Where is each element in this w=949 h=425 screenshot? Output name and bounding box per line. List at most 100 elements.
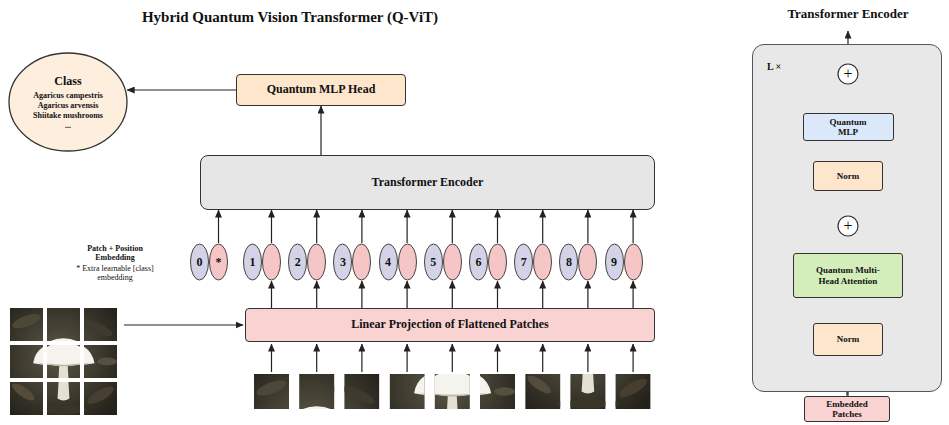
token-outline bbox=[333, 243, 371, 281]
node-text: L × bbox=[767, 61, 781, 73]
patch-ellipse bbox=[263, 244, 281, 280]
patch-wire bbox=[497, 344, 498, 372]
token-outline bbox=[424, 243, 462, 281]
patch-wire bbox=[587, 344, 588, 372]
connector bbox=[127, 89, 236, 90]
node-text: Linear Projection of Flattened Patches bbox=[351, 318, 549, 332]
token-pair: 2 bbox=[288, 243, 326, 281]
token-pair: 4 bbox=[379, 243, 417, 281]
image-patch bbox=[274, 374, 379, 425]
node-text: 0 bbox=[190, 243, 209, 281]
node-text: ... bbox=[65, 121, 71, 131]
node-text: Transformer Encoder bbox=[372, 176, 484, 190]
token-outline bbox=[288, 243, 326, 281]
node-text: Norm bbox=[837, 171, 860, 181]
annotation-label: Patch + Position Embedding bbox=[74, 244, 156, 262]
token-outline bbox=[559, 243, 597, 281]
connector bbox=[316, 281, 317, 308]
connector bbox=[497, 210, 498, 243]
add-circle: + bbox=[837, 63, 859, 85]
token-pair: 5 bbox=[424, 243, 462, 281]
patch-ellipse bbox=[353, 244, 371, 280]
position-ellipse bbox=[515, 244, 533, 280]
projection-box: Linear Projection of Flattened Patches bbox=[245, 308, 655, 342]
node-text: 1 bbox=[243, 243, 262, 281]
patch-wire bbox=[452, 344, 453, 372]
connector bbox=[497, 281, 498, 308]
patch-ellipse bbox=[308, 244, 326, 280]
patch-ellipse bbox=[534, 244, 552, 280]
token-outline bbox=[514, 243, 552, 281]
patch-grid bbox=[10, 308, 117, 415]
connector bbox=[361, 210, 362, 243]
position-ellipse bbox=[289, 244, 307, 280]
connector bbox=[316, 210, 317, 243]
position-ellipse bbox=[334, 244, 352, 280]
node-text: * bbox=[209, 243, 228, 281]
token-pair: 8 bbox=[559, 243, 597, 281]
node-text: Agaricus campestris bbox=[33, 91, 103, 101]
diagram-title: Hybrid Quantum Vision Transformer (Q-ViT… bbox=[110, 9, 470, 26]
image-patch bbox=[410, 339, 515, 425]
token-outline bbox=[605, 243, 643, 281]
position-ellipse bbox=[244, 244, 262, 280]
node-text: Agaricus arvensis bbox=[38, 101, 99, 111]
add-circle: + bbox=[837, 215, 859, 237]
node-text: 2 bbox=[288, 243, 307, 281]
token-outline bbox=[469, 243, 507, 281]
embedded-box: Embedded Patches bbox=[804, 396, 890, 423]
position-ellipse bbox=[424, 244, 442, 280]
patch-wire bbox=[316, 344, 317, 372]
connector bbox=[542, 210, 543, 243]
annotation-label: * Extra learnable [class] embedding bbox=[74, 264, 156, 282]
patch-ellipse bbox=[579, 244, 597, 280]
position-ellipse bbox=[560, 244, 578, 280]
class-oval: ClassAgaricus campestrisAgaricus arvensi… bbox=[8, 52, 128, 152]
patch-wires bbox=[272, 344, 634, 372]
norm-box: Norm bbox=[813, 323, 883, 356]
encoder-frame: Transformer EncoderL ×+Quantum MLPNorm+Q… bbox=[752, 44, 942, 392]
node-text: Transformer Encoder bbox=[743, 6, 949, 22]
node-text: Class bbox=[54, 74, 81, 89]
patch-ellipse bbox=[489, 244, 507, 280]
connector bbox=[542, 281, 543, 308]
connector bbox=[320, 106, 321, 155]
connector bbox=[587, 281, 588, 308]
token-pair: 9 bbox=[605, 243, 643, 281]
patch-wire bbox=[542, 344, 543, 372]
node-text: + bbox=[837, 63, 859, 85]
patch-ellipse bbox=[443, 244, 461, 280]
token-outline bbox=[243, 243, 281, 281]
node-text: 9 bbox=[605, 243, 624, 281]
image-tile bbox=[18, 316, 117, 415]
oval-shape bbox=[9, 53, 127, 151]
patch-ellipse bbox=[210, 244, 228, 280]
node-text: Quantum MLP bbox=[822, 117, 874, 138]
token-pair: 6 bbox=[469, 243, 507, 281]
head-box: Quantum MLP Head bbox=[236, 74, 406, 106]
position-ellipse bbox=[470, 244, 488, 280]
patch-wire bbox=[407, 344, 408, 372]
token-outline bbox=[379, 243, 417, 281]
position-ellipse bbox=[191, 244, 209, 280]
node-text: 4 bbox=[379, 243, 398, 281]
node-text: Shiitake mushrooms bbox=[33, 111, 103, 121]
node-text: Quantum MLP Head bbox=[267, 83, 376, 97]
position-ellipse bbox=[605, 244, 623, 280]
node-text: Norm bbox=[837, 334, 860, 344]
patch-wire bbox=[361, 344, 362, 372]
connector bbox=[271, 210, 272, 243]
norm-box: Norm bbox=[813, 161, 883, 191]
input-arrow bbox=[124, 324, 243, 325]
attention-box: Quantum Multi-Head Attention bbox=[793, 253, 903, 298]
connector bbox=[407, 281, 408, 308]
connector bbox=[218, 210, 219, 243]
encoder-box: Transformer Encoder bbox=[200, 155, 655, 210]
patch-wire bbox=[632, 344, 633, 372]
position-ellipse bbox=[379, 244, 397, 280]
connector bbox=[587, 210, 588, 243]
connector bbox=[361, 281, 362, 308]
node-text: 3 bbox=[333, 243, 352, 281]
patch-ellipse bbox=[624, 244, 642, 280]
